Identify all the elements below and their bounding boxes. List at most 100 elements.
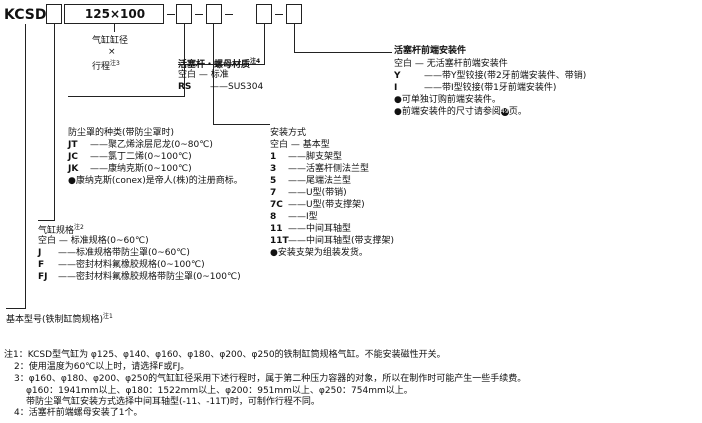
mount-desc: 基本型 (302, 140, 330, 150)
mount-desc: U型(带销) (306, 188, 347, 198)
material-title: 活塞杆・螺母材质注4 (178, 56, 260, 71)
boot-item: JK——康纳克斯(0~100℃) (68, 164, 192, 174)
note-3-detail: φ160：1941mm以上、φ180：1522mm以上、φ200：951mm以上… (26, 386, 413, 396)
accessory-bullet-text: 前端安装件的尺寸请参阅 (401, 107, 501, 117)
mount-item: 11——中间耳轴型 (270, 224, 352, 234)
accessory-item: Y——带Y型铰接(带2牙前端安装件、带销) (394, 71, 587, 81)
mount-item: 7C——U型(带支撑架) (270, 200, 365, 210)
spec-code: J (38, 248, 42, 258)
mount-item: 8——I型 (270, 212, 318, 222)
mount-bullet: ●安装支架为组装发货。 (270, 248, 368, 258)
accessory-code: 空白 (394, 59, 413, 69)
spec-code: 空白 (38, 236, 57, 246)
material-desc: SUS304 (228, 82, 264, 92)
spec-title-text: 气缸规格 (38, 226, 75, 236)
bore-times: × (108, 47, 116, 57)
dash-3 (225, 14, 233, 15)
basic-model-text: 基本型号(铁制缸筒规格) (6, 315, 104, 325)
spec-code: FJ (38, 272, 48, 282)
spec-desc: 密封材料氟橡胶规格(0~100℃) (76, 260, 205, 270)
accessory-item: I——带I型铰接(带1牙前端安装件) (394, 83, 557, 93)
accessory-desc: 带I型铰接(带1牙前端安装件) (442, 83, 557, 93)
mount-code: 7C (270, 200, 283, 210)
note-2: 2：使用温度为60℃以上时，请选择F或FJ。 (14, 362, 190, 372)
size-box (64, 4, 164, 24)
note-3-extra: 带防尘罩气缸安装方式选择中间耳轴型(-11、-11T)时，可制作行程不同。 (26, 397, 320, 407)
spec-title: 气缸规格注2 (38, 222, 84, 237)
series-code: KCSD (4, 7, 47, 23)
mount-code: 3 (270, 164, 277, 174)
mount-title: 安装方式 (270, 128, 307, 138)
accessory-code: I (394, 83, 398, 93)
accessory-bullet: ●前端安装件的尺寸请参阅49页。 (394, 107, 527, 117)
dash-2 (195, 14, 203, 15)
mount-code: 空白 (270, 140, 289, 150)
material-item: RS——SUS304 (178, 82, 264, 92)
page-ref-badge: 49 (500, 107, 509, 116)
material-note: 注4 (250, 58, 261, 65)
line-mount (213, 24, 214, 124)
material-code: 空白 (178, 70, 197, 80)
spec-item: 空白 — 标准规格(0~60℃) (38, 236, 149, 246)
stroke-label: 行程注3 (92, 58, 120, 73)
boot-bullet-text: 康纳克斯(conex)是帝人(株)的注册商标。 (75, 176, 243, 186)
mount-bullet-text: 安装支架为组装发货。 (277, 248, 368, 258)
mount-desc: 尾端法兰型 (306, 176, 352, 186)
stroke-text: 行程 (92, 62, 111, 72)
spec-item: FJ——密封材料氟橡胶规格带防尘罩(0~100℃) (38, 272, 241, 282)
mount-item: 5——尾端法兰型 (270, 176, 352, 186)
size-text: 125×100 (84, 7, 146, 21)
boot-box (46, 4, 62, 24)
mount-code: 1 (270, 152, 277, 162)
line-accessory (294, 24, 295, 52)
mount-desc: 中间耳轴型 (306, 224, 352, 234)
basic-model-note: 注1 (103, 313, 113, 320)
mount-code: 11T (270, 236, 289, 246)
accessory-bullet: ●可单独订购前端安装件。 (394, 95, 501, 105)
line-material-h (178, 64, 265, 65)
accessory-bullet-tail: 页。 (508, 107, 527, 117)
material-title-text: 活塞杆・螺母材质 (178, 60, 251, 70)
mount-item: 11T——中间耳轴型(带支撑架) (270, 236, 395, 246)
boot-code: JT (68, 140, 78, 150)
spec-item: F——密封材料氟橡胶规格(0~100℃) (38, 260, 205, 270)
mount-item: 1——脚支架型 (270, 152, 343, 162)
boot-code: JK (68, 164, 79, 174)
line-mount-h (213, 124, 270, 125)
spec-code: F (38, 260, 45, 270)
accessory-bullet-text: 可单独订购前端安装件。 (401, 95, 501, 105)
line-accessory-h (294, 52, 392, 53)
boot-item: JT——聚乙烯涂层尼龙(0~80℃) (68, 140, 213, 150)
line-boot-h (68, 96, 185, 97)
mount-desc: 中间耳轴型(带支撑架) (306, 236, 395, 246)
material-desc: 标准 (210, 70, 229, 80)
accessory-title: 活塞杆前端安装件 (394, 46, 467, 56)
boot-desc: 氯丁二烯(0~100℃) (108, 152, 192, 162)
line-spec (54, 24, 55, 220)
spec-desc: 标准规格带防尘罩(0~60℃) (76, 248, 190, 258)
dash-4 (275, 14, 283, 15)
mount-item: 3——活塞杆侧法兰型 (270, 164, 370, 174)
mount-item: 7——U型(带销) (270, 188, 347, 198)
accessory-item: 空白 — 无活塞杆前端安装件 (394, 59, 508, 69)
line-basic-h (6, 308, 26, 309)
material-box (256, 4, 272, 24)
bore-label: 气缸缸径 (92, 36, 129, 46)
stroke-note: 注3 (110, 60, 120, 67)
boot-desc: 康纳克斯(0~100℃) (108, 164, 192, 174)
accessory-box (286, 4, 302, 24)
mount-code: 11 (270, 224, 283, 234)
spec-desc: 标准规格(0~60℃) (70, 236, 149, 246)
mount-desc: U型(带支撑架) (306, 200, 365, 210)
basic-model-label: 基本型号(铁制缸筒规格)注1 (6, 311, 113, 326)
spec-note: 注2 (74, 224, 84, 231)
boot-title: 防尘罩的种类(带防尘罩时) (68, 128, 175, 138)
mount-code: 7 (270, 188, 277, 198)
boot-bullet: ●康纳克斯(conex)是帝人(株)的注册商标。 (68, 176, 243, 186)
dash-1 (167, 14, 175, 15)
accessory-desc: 带Y型铰接(带2牙前端安装件、带销) (442, 71, 587, 81)
accessory-desc: 无活塞杆前端安装件 (426, 59, 508, 69)
boot-desc: 聚乙烯涂层尼龙(0~80℃) (108, 140, 213, 150)
line-basic (25, 24, 26, 308)
accessory-code: Y (394, 71, 401, 81)
